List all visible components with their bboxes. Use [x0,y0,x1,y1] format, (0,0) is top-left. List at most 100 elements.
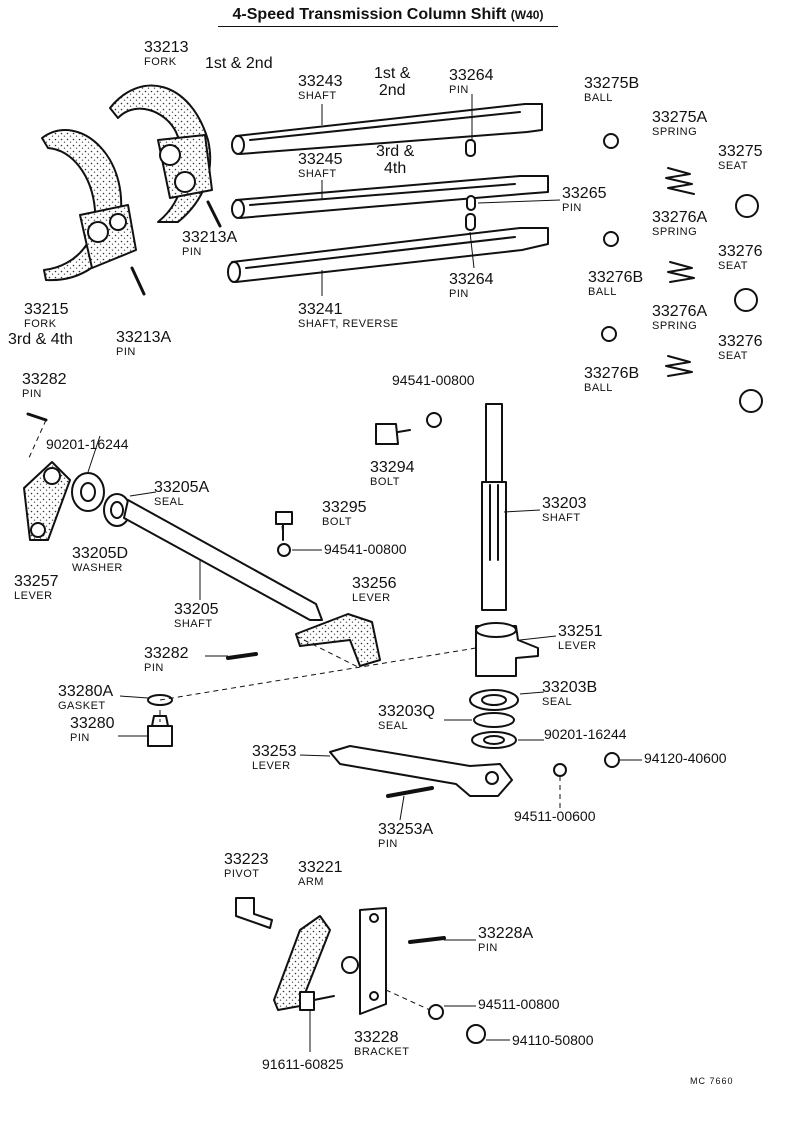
pivot-33223-part [235,897,273,929]
part-number-94110: 94110-50800 [512,1032,594,1048]
part-number: 33264 [449,67,494,84]
bolt-33294-part [375,423,411,445]
part-number: 33280A [58,683,114,700]
part-name: FORK [24,318,57,330]
bolt-33295-part [275,511,293,541]
part-number: 33294 [370,459,415,476]
spring-33276a-1-part [667,261,695,283]
part-name: PIN [378,838,398,850]
part-number: 33205A [154,479,210,496]
part-number: 33275B [584,75,640,92]
part-number: 33213A [182,229,238,246]
part-number: 33280 [70,715,115,732]
part-name: SHAFT [174,618,213,630]
part-name: PIN [478,942,498,954]
part-name: LEVER [14,590,53,602]
shaft-33203-part [481,403,507,611]
part-number: 33203Q [378,703,435,720]
part-number-91611: 91611-60825 [262,1056,344,1072]
part-number: 33213 [144,39,189,56]
part-number-94511-upper: 94511-00600 [514,808,596,824]
ball-33275b-part [603,133,619,149]
part-name: BOLT [322,516,352,528]
seat-33276-1-part [734,288,758,312]
part-number: 33205D [72,545,129,562]
part-name: GASKET [58,700,106,712]
seal-33203q-part [473,712,515,728]
part-number: 33228 [354,1029,399,1046]
part-name: LEVER [352,592,391,604]
part-name: PIN [449,288,469,300]
part-number: 33203 [542,495,587,512]
title-text: 4-Speed Transmission Column Shift [232,6,507,23]
part-name: SHAFT [298,90,337,102]
part-number: 33275A [652,109,708,126]
note-shaft-first-second: 1st &2nd [374,65,410,100]
part-number: 33223 [224,851,269,868]
part-number-94120: 94120-40600 [644,750,727,766]
part-number: 33228A [478,925,534,942]
part-name: PIN [562,202,582,214]
part-number: 33276A [652,209,708,226]
part-name: SEAT [718,260,748,272]
part-name: PIN [449,84,469,96]
ball-33276b-1-part [603,231,619,247]
part-number: 33215 [24,301,69,318]
part-name: PIVOT [224,868,260,880]
nut-94511-upper-part [553,763,567,777]
part-name: BALL [584,382,613,394]
part-name: PIN [182,246,202,258]
part-name: SHAFT [542,512,581,524]
pin-33253a-part [386,786,434,798]
part-number-90201-lower: 90201-16244 [544,726,627,742]
part-name: WASHER [72,562,123,574]
nut-94120-part [604,752,620,768]
spring-33275a-part [665,167,695,195]
seat-33276-2-part [739,389,763,413]
seal-33203b-part [469,689,519,711]
part-number: 33257 [14,573,59,590]
part-number: 33276B [588,269,644,286]
part-name: PIN [70,732,90,744]
part-name: SHAFT [298,168,337,180]
part-name: SEAL [542,696,573,708]
part-number: 33276B [584,365,640,382]
pin-33213a-upper-part [206,200,222,228]
part-name: BALL [588,286,617,298]
part-name: PIN [116,346,136,358]
part-name: SHAFT, REVERSE [298,318,399,330]
part-number: 33221 [298,859,343,876]
fork-33215-part [41,129,137,282]
part-number: 33282 [144,645,189,662]
part-number: 33276A [652,303,708,320]
diagram-title: 4-Speed Transmission Column Shift (W40) [218,6,558,27]
part-name: SEAT [718,350,748,362]
